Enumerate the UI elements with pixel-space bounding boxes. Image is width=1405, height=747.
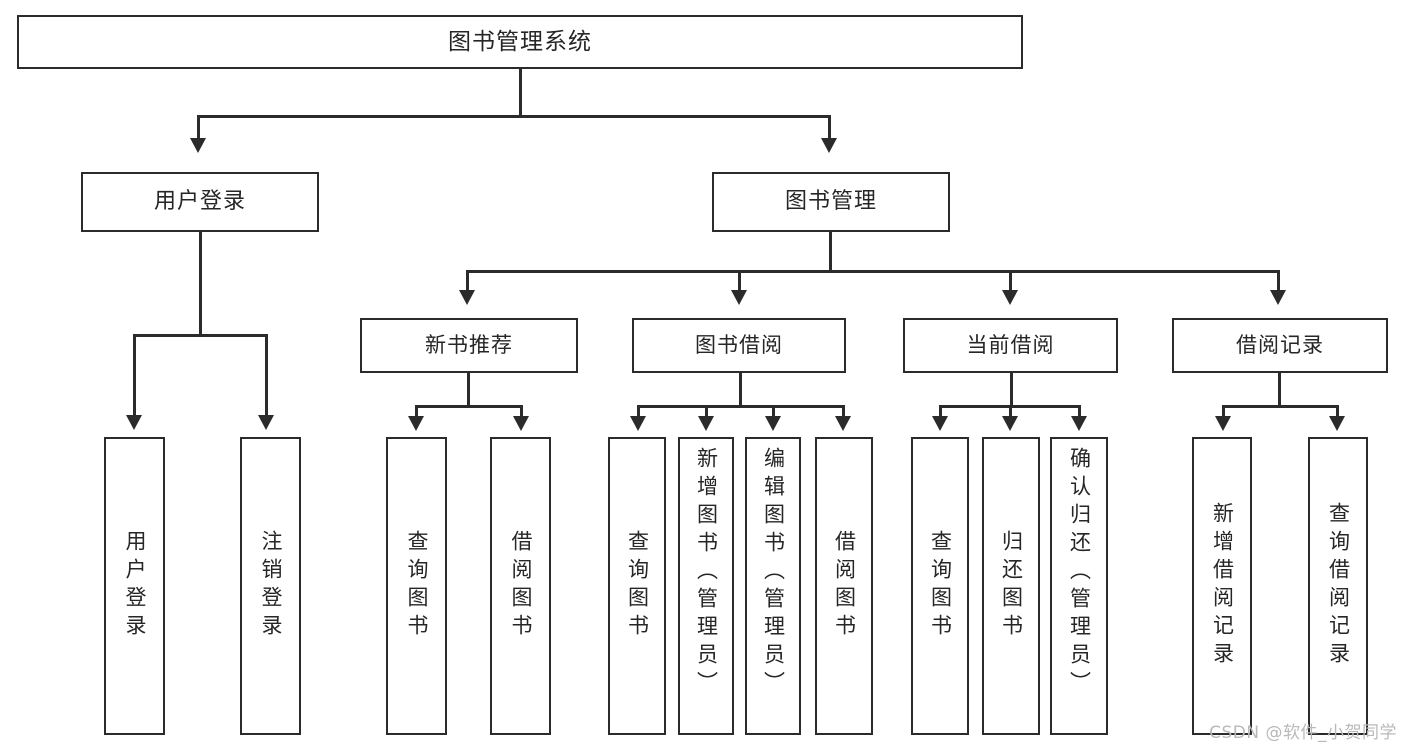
leaf-add-book-admin[interactable]: 新增图书（管理员） xyxy=(678,437,734,735)
node-book-manage[interactable]: 图书管理 xyxy=(712,172,950,232)
arrowhead-user-login-child-2 xyxy=(258,415,274,430)
arrowhead-borrow-record-child-1 xyxy=(1215,416,1231,431)
connector-to-user-login xyxy=(197,115,200,143)
node-label: 新增图书（管理员） xyxy=(694,447,719,699)
connector-book-borrow-child-3 xyxy=(772,405,775,421)
connector-user-login-child-2 xyxy=(265,334,268,420)
arrowhead-to-borrow-record xyxy=(1270,290,1286,305)
node-label: 查询图书 xyxy=(928,530,953,642)
connector-tier2-bus xyxy=(466,270,1279,273)
connector-book-borrow-child-1 xyxy=(637,405,640,421)
connector-current-borrow-child-1 xyxy=(939,405,942,421)
node-label: 图书借阅 xyxy=(695,333,783,358)
leaf-logout[interactable]: 注销登录 xyxy=(240,437,301,735)
arrowhead-book-borrow-child-1 xyxy=(630,416,646,431)
arrowhead-to-user-login xyxy=(190,138,206,153)
connector-borrow-record-stem xyxy=(1278,373,1281,407)
connector-user-login-child-1 xyxy=(133,334,136,420)
arrowhead-book-borrow-child-3 xyxy=(765,416,781,431)
connector-new-book-bus xyxy=(415,405,523,408)
connector-user-login-stem xyxy=(199,232,202,336)
connector-current-borrow-child-3 xyxy=(1078,405,1081,421)
connector-user-login-bus xyxy=(133,334,268,337)
node-label: 图书管理系统 xyxy=(448,28,592,55)
watermark-credit: CSDN @软件_小贺同学 xyxy=(1209,723,1397,743)
connector-to-book-manage xyxy=(828,115,831,143)
arrowhead-new-book-child-2 xyxy=(513,416,529,431)
node-label: 借阅图书 xyxy=(509,530,533,642)
connector-book-borrow-stem xyxy=(739,373,742,407)
node-label: 借阅图书 xyxy=(832,530,857,642)
connector-current-borrow-stem xyxy=(1010,373,1013,407)
leaf-query-borrow-record[interactable]: 查询借阅记录 xyxy=(1308,437,1368,735)
connector-book-borrow-child-2 xyxy=(705,405,708,421)
node-label: 查询图书 xyxy=(405,530,429,642)
connector-new-book-stem xyxy=(467,373,470,407)
connector-borrow-record-child-1 xyxy=(1222,405,1225,421)
connector-tier1-bus xyxy=(197,115,831,118)
node-label: 用户登录 xyxy=(123,530,147,642)
connector-borrow-record-bus xyxy=(1222,405,1339,408)
arrowhead-user-login-child-1 xyxy=(126,415,142,430)
leaf-confirm-return-admin[interactable]: 确认归还（管理员） xyxy=(1050,437,1108,735)
node-label: 注销登录 xyxy=(259,530,283,642)
connector-root-stem xyxy=(519,69,522,117)
node-user-login[interactable]: 用户登录 xyxy=(81,172,319,232)
node-label: 编辑图书（管理员） xyxy=(761,447,786,699)
leaf-add-borrow-record[interactable]: 新增借阅记录 xyxy=(1192,437,1252,735)
node-label: 用户登录 xyxy=(153,189,246,215)
connector-borrow-record-child-2 xyxy=(1336,405,1339,421)
connector-book-manage-stem xyxy=(829,232,832,272)
arrowhead-to-book-borrow xyxy=(731,290,747,305)
arrowhead-borrow-record-child-2 xyxy=(1329,416,1345,431)
arrowhead-current-borrow-child-3 xyxy=(1071,416,1087,431)
arrowhead-book-borrow-child-4 xyxy=(835,416,851,431)
leaf-return-book[interactable]: 归还图书 xyxy=(982,437,1040,735)
connector-to-new-book xyxy=(466,270,469,295)
node-label: 确认归还（管理员） xyxy=(1067,447,1092,699)
arrowhead-current-borrow-child-1 xyxy=(932,416,948,431)
leaf-query-book-newbook[interactable]: 查询图书 xyxy=(386,437,447,735)
connector-new-book-child-1 xyxy=(415,405,418,421)
connector-to-borrow-record xyxy=(1277,270,1280,295)
connector-new-book-child-2 xyxy=(520,405,523,421)
node-current-borrow[interactable]: 当前借阅 xyxy=(903,318,1118,373)
leaf-borrow-book-newbook[interactable]: 借阅图书 xyxy=(490,437,551,735)
leaf-user-login[interactable]: 用户登录 xyxy=(104,437,165,735)
node-book-borrow[interactable]: 图书借阅 xyxy=(632,318,846,373)
node-label: 借阅记录 xyxy=(1236,333,1324,358)
node-root-system[interactable]: 图书管理系统 xyxy=(17,15,1023,69)
node-new-book-recommend[interactable]: 新书推荐 xyxy=(360,318,578,373)
arrowhead-new-book-child-1 xyxy=(408,416,424,431)
connector-book-borrow-bus xyxy=(637,405,845,408)
connector-book-borrow-child-4 xyxy=(842,405,845,421)
leaf-query-book-borrow[interactable]: 查询图书 xyxy=(608,437,666,735)
node-label: 查询借阅记录 xyxy=(1326,502,1351,670)
node-label: 查询图书 xyxy=(625,530,650,642)
node-label: 归还图书 xyxy=(999,530,1024,642)
node-label: 当前借阅 xyxy=(966,333,1055,358)
node-label: 图书管理 xyxy=(784,189,877,215)
connector-to-current-borrow xyxy=(1009,270,1012,295)
arrowhead-to-new-book xyxy=(459,290,475,305)
leaf-borrow-book-borrow[interactable]: 借阅图书 xyxy=(815,437,873,735)
leaf-edit-book-admin[interactable]: 编辑图书（管理员） xyxy=(745,437,801,735)
arrowhead-book-borrow-child-2 xyxy=(698,416,714,431)
node-borrow-record[interactable]: 借阅记录 xyxy=(1172,318,1388,373)
node-label: 新书推荐 xyxy=(425,333,513,358)
arrowhead-to-current-borrow xyxy=(1002,290,1018,305)
arrowhead-current-borrow-child-2 xyxy=(1002,416,1018,431)
connector-to-book-borrow xyxy=(738,270,741,295)
leaf-query-book-current[interactable]: 查询图书 xyxy=(911,437,969,735)
connector-current-borrow-child-2 xyxy=(1009,405,1012,421)
node-label: 新增借阅记录 xyxy=(1210,502,1235,670)
arrowhead-to-book-manage xyxy=(821,138,837,153)
